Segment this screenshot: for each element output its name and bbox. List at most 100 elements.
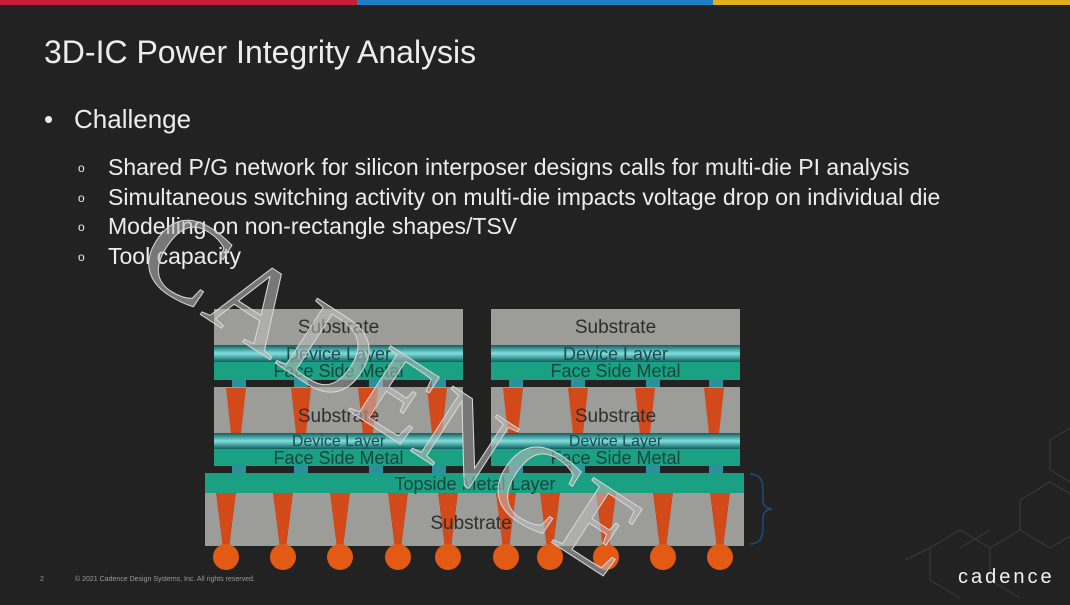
micro-bump [294,466,308,473]
micro-bump [646,380,660,388]
device-layer-label: Device Layer [292,433,386,450]
device-layer [214,345,463,362]
die-tsv [291,388,311,452]
die-substrate-label: Substrate [575,317,656,338]
interposer-bracket [749,473,773,545]
micro-bump [571,380,585,388]
face-side-metal-label: Face Side Metal [273,448,403,468]
micro-bump [709,466,723,473]
micro-bump [232,380,246,388]
die-tsv [635,388,655,452]
micro-bump [646,466,660,473]
die-tsv [427,388,447,452]
solder-bump [327,544,353,570]
die-tsv [568,388,588,452]
solder-bump [650,544,676,570]
sub-bullet: o Modelling on non-rectangle shapes/TSV [78,212,940,242]
device-layer-label: Device Layer [563,344,668,364]
die-substrate [214,387,463,433]
micro-bump [509,380,523,388]
die-substrate [491,387,740,433]
bullet-dot: • [44,104,54,134]
die-substrate-label: Substrate [575,406,656,427]
sub-bullet-marker: o [78,190,85,205]
solder-bump [435,544,461,570]
sub-bullet-marker: o [78,161,85,176]
sub-bullet-text: Shared P/G network for silicon interpose… [108,154,910,180]
solder-bump [537,544,563,570]
face-side-metal [491,362,740,380]
sub-bullet: o Tool capacity [78,242,940,272]
accent-bar [0,0,1070,5]
interposer-tsv [216,493,236,549]
device-layer [491,345,740,362]
die-substrate-label: Substrate [298,317,379,338]
micro-bump [432,380,446,388]
sub-bullet: o Shared P/G network for silicon interpos… [78,153,940,183]
slide-title: 3D-IC Power Integrity Analysis [44,34,477,70]
die-tsv [704,388,724,452]
main-bullet-text: Challenge [74,104,192,134]
interposer-tsvs [216,493,730,549]
interposer-tsv [653,493,673,549]
sub-bullet-text: Simultaneous switching activity on multi… [108,183,941,210]
face-side-metal [214,449,463,466]
solder-bump [493,544,519,570]
micro-bump [432,466,446,473]
face-side-metal [491,449,740,466]
sub-bullet-marker: o [78,249,85,264]
sub-bullet-list: o Shared P/G network for silicon interpos… [78,153,940,271]
topside-metal-label: Topside Metal Layer [394,474,555,494]
interposer-tsv [540,493,560,549]
interposer-tsv [438,493,458,549]
accent-bar-blue [356,0,714,5]
die-substrate-label: Substrate [298,406,379,427]
sub-bullet-text: Modelling on non-rectangle shapes/TSV [108,213,518,239]
sub-bullet-marker: o [78,220,85,235]
die-tsv [226,388,246,452]
die-substrate [214,309,463,345]
accent-bar-red [0,0,357,5]
interposer-tsv [496,493,516,549]
die-substrate [491,309,740,345]
solder-bumps [213,544,733,570]
micro-bump [369,380,383,388]
micro-bump [709,380,723,388]
solder-bump [213,544,239,570]
cadence-logo: cadence [958,566,1055,588]
face-side-metal [214,362,463,380]
interposer-substrate-label: Substrate [430,513,511,534]
face-side-metal-label: Face Side Metal [550,361,680,381]
micro-bump [369,466,383,473]
interposer-tsv [330,493,350,549]
device-layer [214,433,463,449]
interposer-tsv [388,493,408,549]
face-side-metal-label: Face Side Metal [273,361,403,381]
micro-bump [571,466,585,473]
die-tsv [358,388,378,452]
device-layer-label: Device Layer [286,344,391,364]
main-bullet: • Challenge [44,104,191,135]
topside-metal-layer [205,473,744,493]
solder-bump [707,544,733,570]
micro-bump [509,466,523,473]
die-tsv [503,388,523,452]
device-layer-label: Device Layer [569,433,663,450]
solder-bump [385,544,411,570]
device-layer [491,433,740,449]
micro-bump [294,380,308,388]
micro-bump [232,466,246,473]
copyright-text: © 2021 Cadence Design Systems, Inc. All … [75,576,255,583]
accent-bar-yellow [713,0,1070,5]
face-side-metal-label: Face Side Metal [550,448,680,468]
solder-bump [593,544,619,570]
page-number: 2 [40,576,44,583]
hex-decoration [904,427,1070,599]
interposer-tsv [273,493,293,549]
interposer-tsv [710,493,730,549]
sub-bullet-text: Tool capacity [108,242,241,269]
interposer-tsv [596,493,616,549]
sub-bullet: o Simultaneous switching activity on mult… [78,183,940,213]
